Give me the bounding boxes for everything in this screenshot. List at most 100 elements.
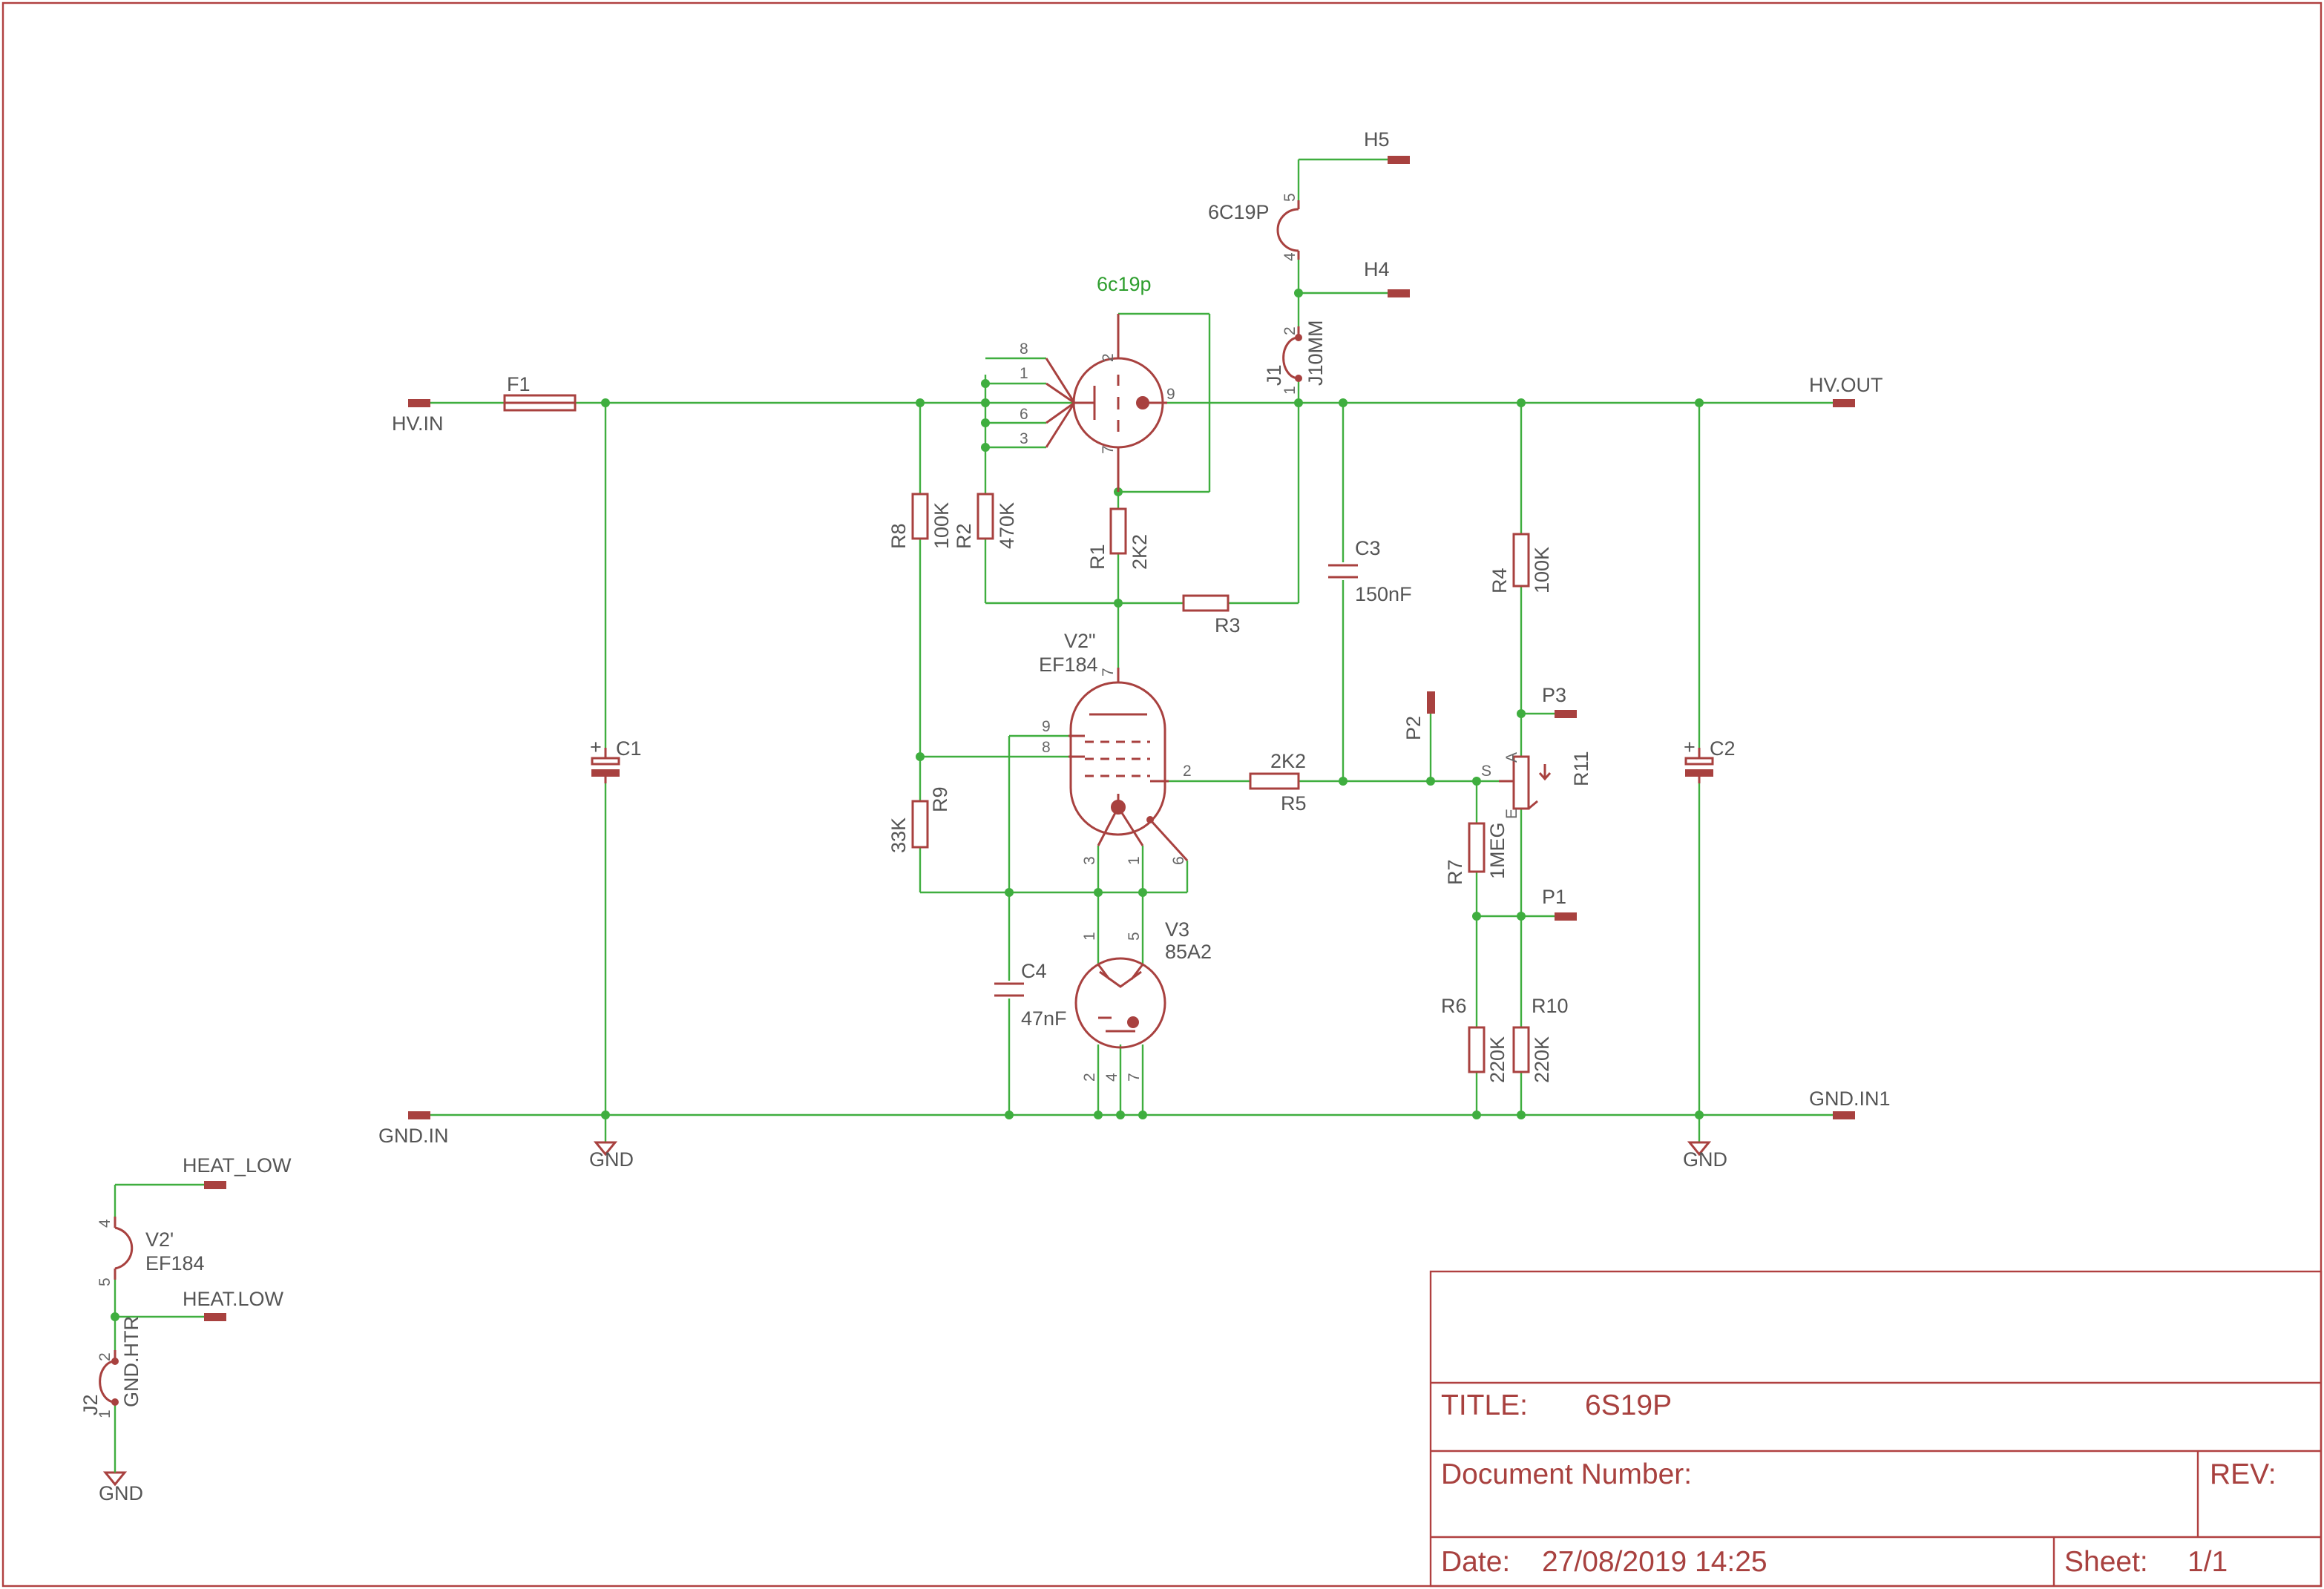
- label-h4: H4: [1364, 258, 1390, 280]
- rev-label: REV:: [2210, 1458, 2277, 1490]
- resistor-r8: [911, 493, 929, 540]
- label-r1: R1: [1086, 544, 1109, 570]
- label-v2b-value: EF184: [145, 1252, 205, 1274]
- label-c1: C1: [616, 737, 642, 760]
- terminal-p1: [1555, 912, 1577, 921]
- potentiometer-r11: [1499, 755, 1552, 810]
- label-heat-low-b: HEAT.LOW: [183, 1288, 284, 1310]
- date-value: 27/08/2019 14:25: [1542, 1546, 1767, 1578]
- svg-text:6: 6: [1170, 856, 1187, 865]
- label-c2: C2: [1710, 737, 1736, 760]
- label-v2a-value: EF184: [1039, 654, 1098, 676]
- terminal-gnd-in1: [1833, 1111, 1855, 1119]
- capacitor-c2: +: [1684, 736, 1714, 783]
- label-r5-value: 2K2: [1270, 750, 1306, 772]
- label-r8-value: 100K: [930, 502, 953, 549]
- label-r7-value: 1MEG: [1486, 822, 1509, 879]
- terminal-p3: [1555, 710, 1577, 718]
- svg-text:S: S: [1481, 763, 1491, 780]
- svg-text:+: +: [1684, 736, 1696, 758]
- resistor-r5: [1249, 772, 1300, 790]
- resistor-r2: [976, 493, 994, 540]
- label-r5: R5: [1281, 792, 1307, 815]
- title-block: [1429, 1270, 2323, 1588]
- resistor-r4: [1512, 533, 1530, 588]
- svg-text:5: 5: [96, 1277, 114, 1286]
- svg-text:1: 1: [1281, 386, 1299, 395]
- svg-text:1: 1: [1020, 365, 1028, 382]
- label-r6: R6: [1441, 995, 1467, 1017]
- svg-text:2: 2: [1183, 763, 1192, 780]
- title-label: TITLE:: [1441, 1389, 1528, 1421]
- document-number-label: Document Number:: [1441, 1458, 1692, 1490]
- terminal-heat-low-b: [204, 1313, 226, 1321]
- resistor-r1: [1109, 507, 1127, 555]
- svg-text:6: 6: [1020, 406, 1028, 423]
- resistor-r9: [911, 800, 929, 849]
- label-c3: C3: [1355, 537, 1381, 559]
- label-r2-value: 470K: [996, 502, 1018, 549]
- capacitor-c3: [1328, 564, 1358, 579]
- label-v3-value: 85A2: [1165, 941, 1212, 963]
- sheet-label: Sheet:: [2064, 1546, 2148, 1578]
- label-v2a: V2": [1064, 630, 1096, 652]
- capacitor-c1: +: [590, 736, 620, 783]
- terminal-gnd-in: [408, 1111, 430, 1119]
- terminal-hv-in: [408, 399, 430, 407]
- terminal-h4: [1388, 289, 1410, 297]
- label-gnd-in: GND.IN: [378, 1125, 449, 1147]
- label-r7: R7: [1444, 859, 1466, 885]
- label-j2-value: GND.HTR: [120, 1316, 142, 1407]
- label-j1: J1: [1263, 364, 1285, 386]
- svg-text:8: 8: [1020, 340, 1028, 358]
- svg-text:3: 3: [1020, 430, 1028, 447]
- label-p1: P1: [1542, 886, 1566, 908]
- jumper-j2: [99, 1350, 119, 1406]
- label-c3-value: 150nF: [1355, 583, 1412, 605]
- svg-text:5: 5: [1281, 193, 1299, 202]
- tube-v1: [1045, 314, 1167, 492]
- label-gnd-j2: GND: [99, 1482, 143, 1504]
- title-block-text: TITLE: 6S19P Document Number: REV: Date:…: [1441, 1389, 2277, 1578]
- svg-text:5: 5: [1126, 932, 1143, 941]
- svg-text:8: 8: [1042, 739, 1051, 756]
- terminal-hv-out: [1833, 399, 1855, 407]
- label-gnd-in1: GND.IN1: [1809, 1088, 1891, 1110]
- label-r4-value: 100K: [1531, 547, 1553, 593]
- label-j1-value: J10MM: [1304, 320, 1327, 386]
- title-value: 6S19P: [1585, 1389, 1672, 1421]
- resistor-r6: [1468, 1026, 1486, 1073]
- terminal-heat-low-a: [204, 1181, 226, 1189]
- heater-v2b: [114, 1217, 134, 1280]
- svg-text:2: 2: [1100, 353, 1117, 362]
- label-r9-value: 33K: [887, 817, 910, 853]
- capacitor-c4: [994, 982, 1024, 997]
- label-r3: R3: [1215, 614, 1241, 636]
- label-hv-in: HV.IN: [392, 412, 444, 435]
- sheet-value: 1/1: [2187, 1546, 2228, 1578]
- label-v1-value: 6c19p: [1097, 273, 1152, 295]
- label-v2b: V2': [145, 1228, 174, 1251]
- terminal-p2: [1427, 691, 1435, 714]
- fuse-f1: [503, 394, 577, 412]
- label-j2: J2: [79, 1394, 102, 1415]
- component-labels: F1 C1 C2 C3 150nF C4 47nF R8 100K R2 470…: [79, 128, 1736, 1415]
- label-r6-value: 220K: [1486, 1036, 1509, 1083]
- svg-text:7: 7: [1100, 445, 1117, 454]
- svg-text:E: E: [1503, 809, 1520, 819]
- resistors: [911, 493, 1530, 1073]
- label-c4-value: 47nF: [1021, 1007, 1067, 1030]
- label-r11: R11: [1570, 751, 1592, 786]
- svg-text:4: 4: [1103, 1073, 1120, 1082]
- svg-text:2: 2: [1281, 326, 1299, 335]
- svg-text:+: +: [590, 736, 602, 758]
- label-c4: C4: [1021, 960, 1047, 982]
- svg-text:2: 2: [1081, 1073, 1098, 1082]
- label-heater-value: 6C19P: [1208, 201, 1270, 223]
- wires: [114, 158, 1833, 1465]
- net-labels: HV.IN GND.IN HV.OUT GND.IN1 GND GND GND …: [99, 374, 1891, 1504]
- terminals: [204, 156, 1855, 1321]
- terminal-h5: [1388, 156, 1410, 164]
